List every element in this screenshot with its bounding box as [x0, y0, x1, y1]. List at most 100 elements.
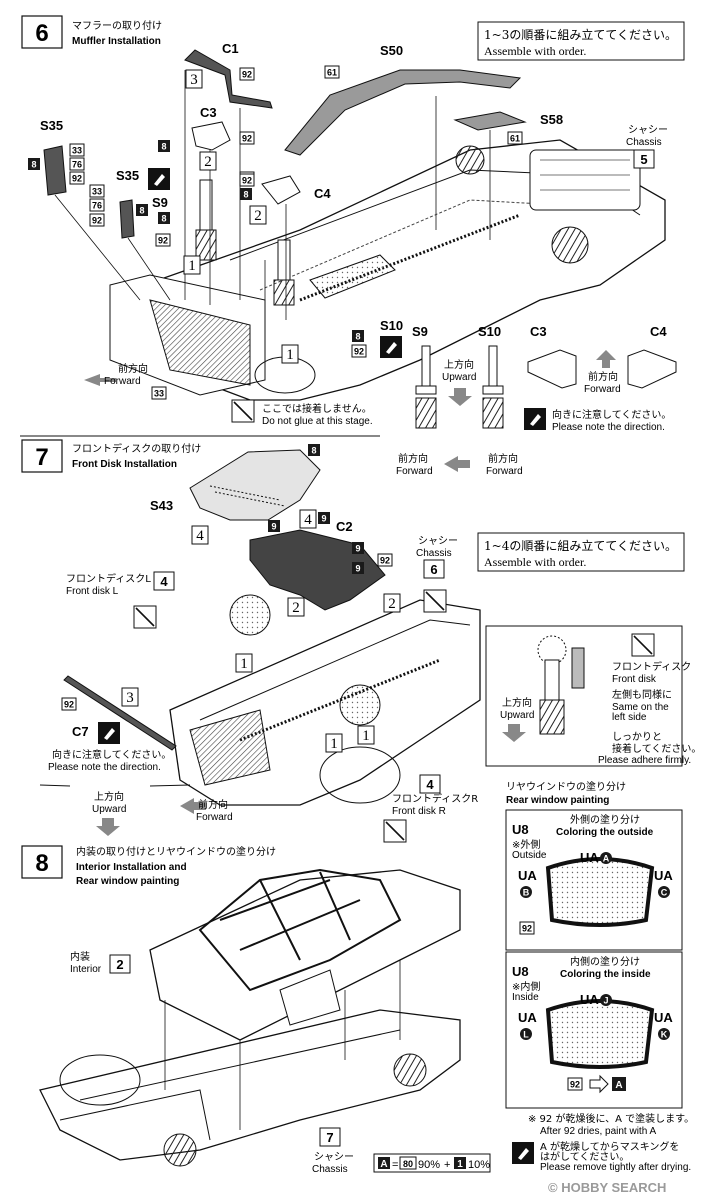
svg-text:1: 1 [286, 347, 294, 363]
chassis-label-en: Chassis [626, 137, 662, 148]
rw-inside-side-en: Inside [512, 992, 539, 1003]
rw-note1-jp: ※ 92 が乾燥後に、A で塗装します。 [528, 1112, 694, 1125]
svg-text:92: 92 [158, 236, 168, 246]
chassis-ref-number: 5 [640, 152, 647, 167]
detail-s10: S10 [478, 324, 501, 339]
disk-r-en: Front disk R [392, 806, 446, 817]
no-glue-icon [383, 819, 407, 843]
rw-i-ua-right: UA [654, 1010, 673, 1025]
svg-text:C: C [661, 888, 668, 898]
step-title-en1: Interior Installation and [76, 862, 187, 873]
glue-icon [98, 722, 120, 744]
svg-text:92: 92 [242, 70, 252, 80]
inset-upward-jp: 上方向 [502, 696, 532, 709]
label-s50: S50 [380, 43, 403, 58]
inset-adhere-jp1: しっかりと [612, 731, 662, 743]
svg-text:92: 92 [72, 174, 82, 184]
detail-c4: C4 [650, 324, 667, 339]
rw-inside-part: U8 [512, 964, 529, 979]
direction-note-en: Please note the direction. [48, 762, 161, 773]
svg-text:92: 92 [380, 556, 390, 566]
no-glue-icon [631, 633, 655, 657]
label-c7: C7 [72, 724, 89, 739]
rw-o-ua-left: UA [518, 868, 537, 883]
rw-outside-title-jp: 外側の塗り分け [570, 813, 640, 826]
svg-text:A: A [380, 1159, 387, 1170]
rw-heading-jp: リヤウインドウの塗り分け [506, 780, 626, 793]
disk-l-jp: フロントディスクL [66, 572, 151, 585]
rw-outside-title-en: Coloring the outside [556, 827, 654, 838]
label-c3: C3 [200, 105, 217, 120]
step-number-box [21, 15, 63, 49]
direction-note-jp: 向きに注意してください。 [52, 748, 171, 761]
svg-text:9: 9 [321, 514, 326, 524]
svg-text:1: 1 [362, 728, 370, 744]
forward2-en: Forward [584, 384, 621, 395]
chassis-ref-box [423, 559, 445, 579]
chip-a: A [600, 852, 612, 864]
svg-text:92: 92 [242, 176, 252, 186]
step-7: 7 フロントディスクの取り付け Front Disk Installation … [21, 439, 701, 843]
chips-7: 9 9 9 92 9 92 [61, 512, 393, 711]
svg-text:8: 8 [243, 190, 248, 200]
svg-text:92: 92 [92, 216, 102, 226]
rw-inside-title-jp: 内側の塗り分け [570, 955, 640, 968]
step-6: 6 マフラーの取り付け Muffler Installation 1~3の順番に… [21, 15, 685, 477]
svg-text:8: 8 [161, 142, 166, 152]
detail-shock-s9 [415, 345, 437, 429]
svg-text:3: 3 [190, 72, 198, 88]
step-number-box [21, 439, 63, 473]
svg-text:1: 1 [240, 656, 248, 672]
part-c1 [184, 49, 273, 109]
svg-text:2: 2 [292, 600, 300, 616]
chassis-label-jp: シャシー [628, 125, 668, 136]
detail-shock-s10 [482, 345, 504, 429]
forward2-jp: 前方向 [588, 370, 618, 383]
chassis-ref-number: 6 [430, 562, 437, 577]
svg-text:61: 61 [510, 134, 520, 144]
order-markers-7: 4 4 2 2 1 3 1 1 [121, 509, 401, 753]
svg-text:9: 9 [355, 544, 360, 554]
label-s10: S10 [380, 318, 403, 333]
forward3-en: Forward [396, 466, 433, 477]
forward-en: Forward [104, 376, 141, 387]
svg-text:80: 80 [403, 1159, 413, 1169]
bracket-c3 [527, 349, 577, 389]
direction-note-jp: 向きに注意してください。 [552, 408, 671, 421]
inset-same-en1: Same on the [612, 702, 669, 713]
forward-arrow [84, 374, 116, 386]
no-glue-icon [423, 589, 447, 613]
order-note-box [477, 532, 685, 572]
forward-jp: 前方向 [198, 798, 228, 811]
chip-b: B [520, 886, 532, 898]
part-c4 [261, 175, 301, 205]
svg-text:B: B [523, 888, 530, 898]
no-glue-en: Do not glue at this stage. [262, 416, 373, 427]
svg-text:8: 8 [161, 214, 166, 224]
watermark: © HOBBY SEARCH [548, 1180, 666, 1195]
order-note-en: Assemble with order. [484, 555, 586, 569]
rw-i-ua-top: UA [580, 992, 599, 1007]
rw-note2-jp1: A が乾燥してからマスキングを [540, 1140, 679, 1153]
chassis-label-jp: シャシー [418, 536, 458, 547]
chassis-step6 [109, 139, 666, 401]
chip-92: 92 [567, 1077, 583, 1091]
forward-jp: 前方向 [118, 362, 148, 375]
label-c4: C4 [314, 186, 331, 201]
inset-same-jp: 左側も同様に [612, 688, 672, 701]
order-note-box [477, 21, 685, 61]
svg-text:92: 92 [354, 347, 364, 357]
step-title-en: Front Disk Installation [72, 459, 177, 470]
chassis-label-en: Chassis [416, 548, 452, 559]
glue-icon [512, 1142, 534, 1164]
interior-en: Interior [70, 964, 102, 975]
glue-icon [524, 408, 546, 430]
label-s9: S9 [152, 195, 168, 210]
svg-text:9: 9 [271, 522, 276, 532]
svg-text:1: 1 [188, 258, 196, 274]
interior-ref: 2 [116, 957, 123, 972]
chassis-en: Chassis [312, 1164, 348, 1175]
chassis-jp: シャシー [314, 1152, 354, 1163]
part-s43 [189, 449, 321, 521]
forward3-jp: 前方向 [398, 452, 428, 465]
